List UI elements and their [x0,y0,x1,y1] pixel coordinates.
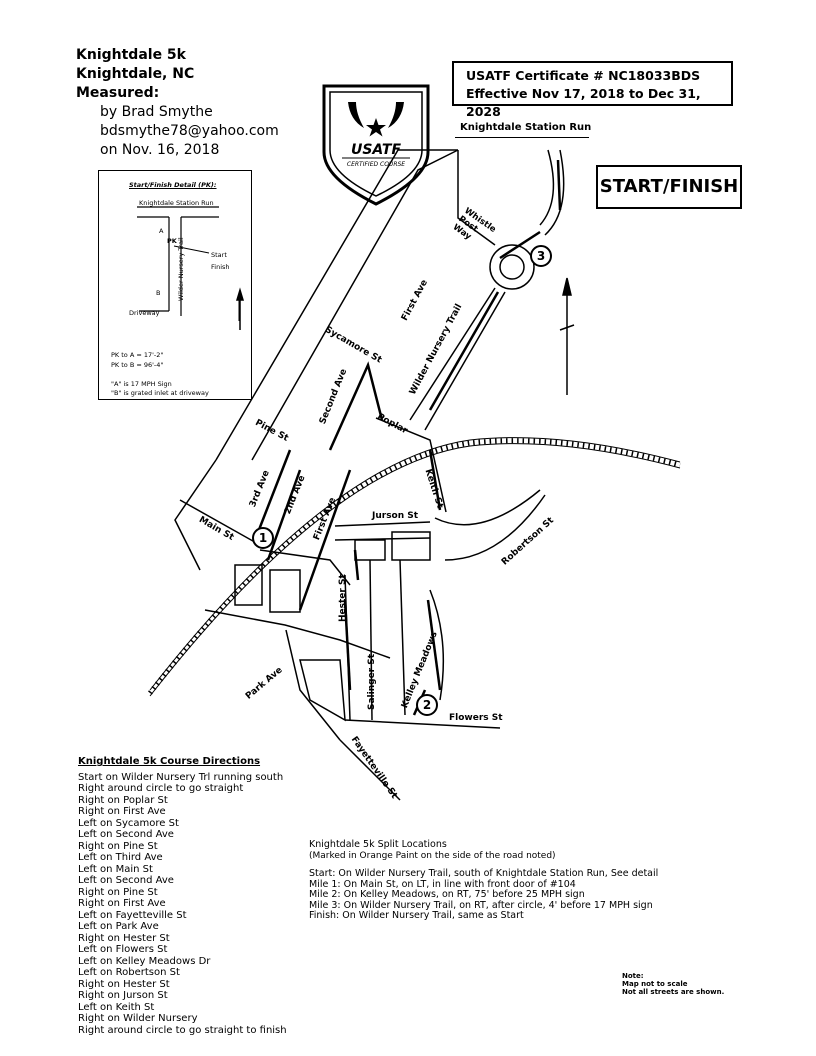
mile-marker-3: 3 [530,245,552,267]
note-scale: Map not to scale [622,980,688,988]
note-title: Note: [622,972,644,980]
direction-item: Right on Hester St [78,932,170,944]
map-note: Note: Map not to scale Not all streets a… [622,972,724,996]
detail-station-run: Knightdale Station Run [139,199,214,207]
direction-item: Right on Jurson St [78,990,168,1001]
street-hester: Hester St [338,574,348,622]
direction-item: Left on Second Ave [78,829,174,840]
splits-list: Start: On Wilder Nursery Trail, south of… [309,868,659,922]
splits-subtitle: (Marked in Orange Paint on the side of t… [309,850,556,861]
street-flowers: Flowers St [449,713,503,723]
note-streets: Not all streets are shown. [622,988,725,996]
header-block: Knightdale 5k Knightdale, NC Measured: b… [76,46,279,160]
street-salinger: Salinger St [367,653,377,710]
mile-marker-1: 1 [252,527,274,549]
detail-note-a: "A" is 17 MPH Sign [111,380,172,388]
street-jurson: Jurson St [372,511,419,521]
direction-item: Right on Hester St [78,978,170,990]
logo-subtext: CERTIFIED COURSE [347,161,405,168]
direction-item: Right on Wilder Nursery [78,1013,198,1024]
logo-text: USATF [351,142,401,158]
knightdale-station-run-label: Knightdale Station Run [460,122,592,133]
detail-a: A [159,227,164,235]
direction-item: Right on Pine St [78,886,158,898]
measurer-email: bdsmythe78@yahoo.com [100,123,279,139]
direction-item: Left on Park Ave [78,921,159,932]
certificate-number: USATF Certificate # NC18033BDS [466,68,701,83]
split-item: Start: On Wilder Nursery Trail, south of… [309,868,659,879]
split-item: Mile 3: On Wilder Nursery Trail, on RT, … [309,899,653,911]
direction-item: Right around circle to go straight [78,783,244,794]
splits-title: Knightdale 5k Split Locations [309,839,447,850]
detail-diagram [137,206,240,321]
split-item: Mile 1: On Main St, on LT, in line with … [309,878,576,890]
split-locations: Knightdale 5k Split Locations (Marked in… [309,839,659,922]
mile-marker-2: 2 [416,694,438,716]
direction-item: Left on Robertson St [78,967,180,978]
measurer-name: by Brad Smythe [100,104,213,120]
direction-item: Right on Pine St [78,840,158,852]
direction-item: Right on Poplar St [78,794,168,806]
detail-note-b: "B" is grated inlet at driveway [111,389,209,397]
measure-date: on Nov. 16, 2018 [100,142,220,158]
direction-item: Left on Kelley Meadows Dr [78,955,211,967]
direction-item: Left on Main St [78,863,153,875]
detail-pk-b: PK to B = 96'-4" [111,361,164,369]
detail-title: Start/Finish Detail (PK): [129,181,217,189]
detail-pk: PK [167,237,177,245]
detail-finish: Finish [211,263,230,271]
direction-item: Left on Sycamore St [78,817,179,829]
detail-b: B [156,289,161,297]
direction-item: Right on First Ave [78,806,166,817]
direction-item: Left on Fayetteville St [78,909,187,921]
directions-title: Knightdale 5k Course Directions [78,756,261,767]
direction-item: Start on Wilder Nursery Trl running sout… [78,771,284,783]
detail-pk-a: PK to A = 17'-2" [111,351,164,359]
usatf-logo: USATF CERTIFIED COURSE [322,84,430,206]
detail-start: Start [211,251,227,259]
measured-label: Measured: [76,85,160,101]
direction-item: Right on First Ave [78,898,166,909]
direction-item: Left on Flowers St [78,944,168,955]
start-finish-label: START/FINISH [596,165,742,209]
certificate-box: USATF Certificate # NC18033BDS Effective… [452,61,733,119]
directions-list: Start on Wilder Nursery Trl running sout… [78,772,287,1037]
knightdale-station-run-line [455,137,589,138]
direction-item: Left on Keith St [78,1001,155,1013]
race-location: Knightdale, NC [76,66,195,82]
start-finish-detail-box: Start/Finish Detail (PK): Knightdale Sta… [98,170,252,400]
detail-driveway: Driveway [129,309,160,317]
split-item: Finish: On Wilder Nursery Trail, same as… [309,910,524,921]
race-title: Knightdale 5k [76,47,186,63]
split-item: Mile 2: On Kelley Meadows, on RT, 75' be… [309,889,585,900]
direction-item: Left on Third Ave [78,852,163,863]
direction-item: Right around circle to go straight to fi… [78,1024,287,1036]
certificate-effective: Effective Nov 17, 2018 to Dec 31, 2028 [466,86,701,119]
direction-item: Left on Second Ave [78,875,174,886]
course-directions: Knightdale 5k Course Directions Start on… [78,756,287,1036]
